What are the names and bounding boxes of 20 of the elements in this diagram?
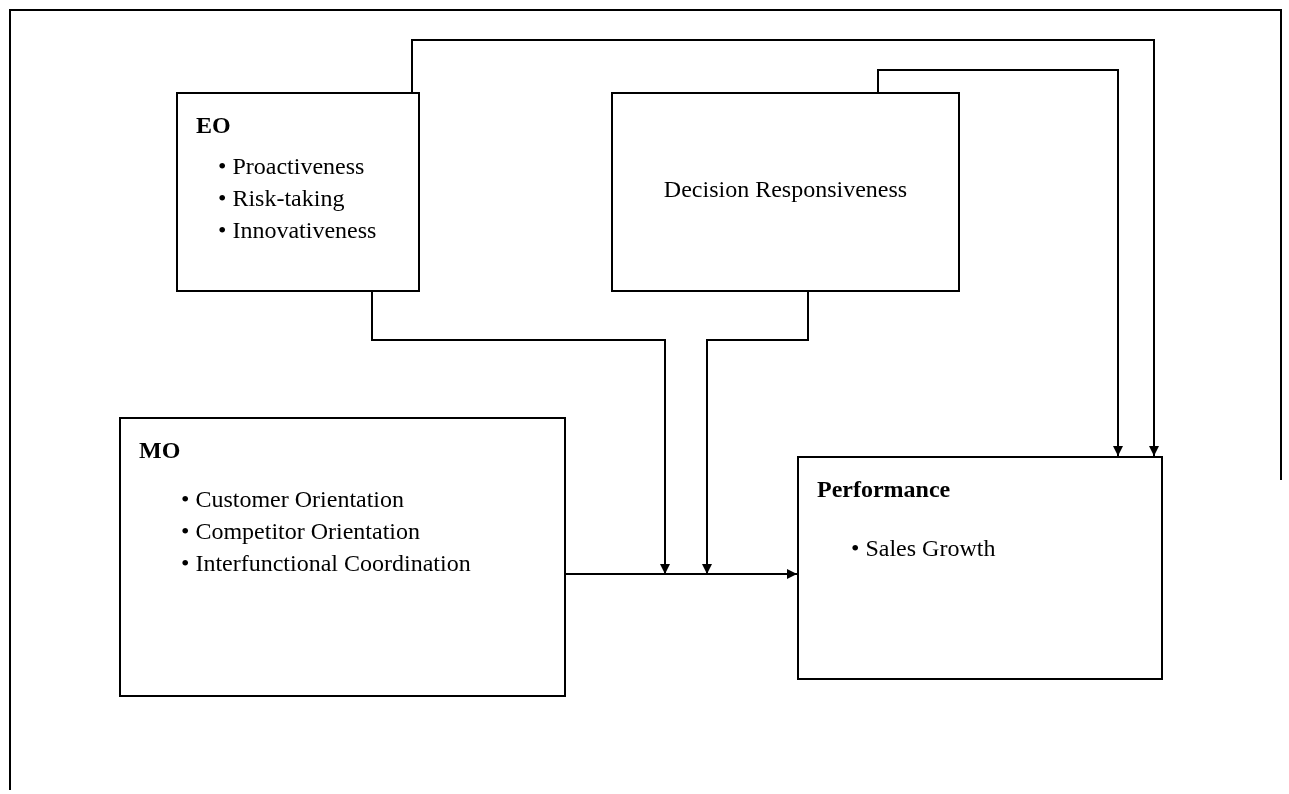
bullet-item: • Customer Orientation	[181, 485, 406, 514]
box-label: Decision Responsiveness	[662, 176, 909, 203]
bullet-item: • Sales Growth	[851, 534, 997, 563]
bullet-item: • Risk-taking	[218, 184, 346, 213]
box-heading: Performance	[817, 476, 951, 503]
arrow	[877, 69, 1123, 457]
concept-box	[611, 92, 960, 292]
box-heading: EO	[196, 112, 231, 139]
box-heading: MO	[139, 437, 181, 464]
concept-box	[119, 417, 566, 697]
bullet-item: • Interfunctional Coordination	[181, 549, 472, 578]
bullet-item: • Innovativeness	[218, 216, 378, 245]
arrow	[702, 291, 809, 575]
arrow	[371, 291, 670, 575]
bullet-item: • Proactiveness	[218, 152, 366, 181]
bullet-item: • Competitor Orientation	[181, 517, 422, 546]
arrow	[565, 569, 798, 579]
concept-box	[797, 456, 1163, 680]
arrow	[411, 39, 1159, 457]
concept-box	[176, 92, 420, 292]
